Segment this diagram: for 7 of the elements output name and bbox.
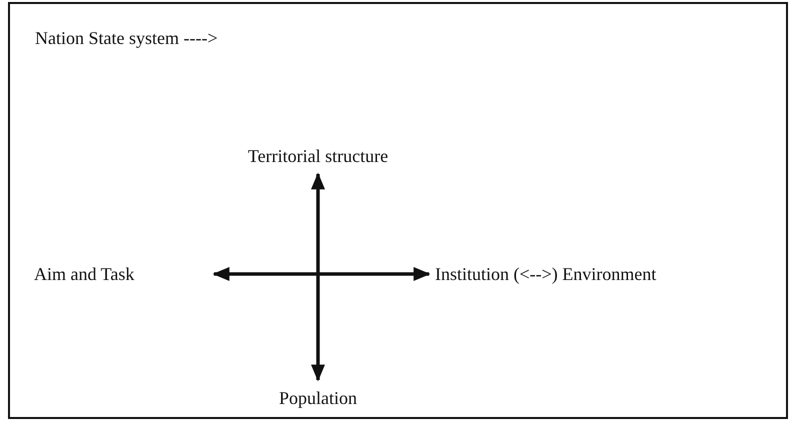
node-label: Territorial structure xyxy=(248,146,388,166)
node-label: Aim and Task xyxy=(34,264,134,284)
diagram-title: Nation State system ----> xyxy=(35,28,218,49)
double-arrow xyxy=(311,172,325,382)
node-label: Institution (<-->) Environment xyxy=(435,264,656,284)
node-label: Population xyxy=(278,388,357,408)
double-arrow xyxy=(212,267,430,281)
